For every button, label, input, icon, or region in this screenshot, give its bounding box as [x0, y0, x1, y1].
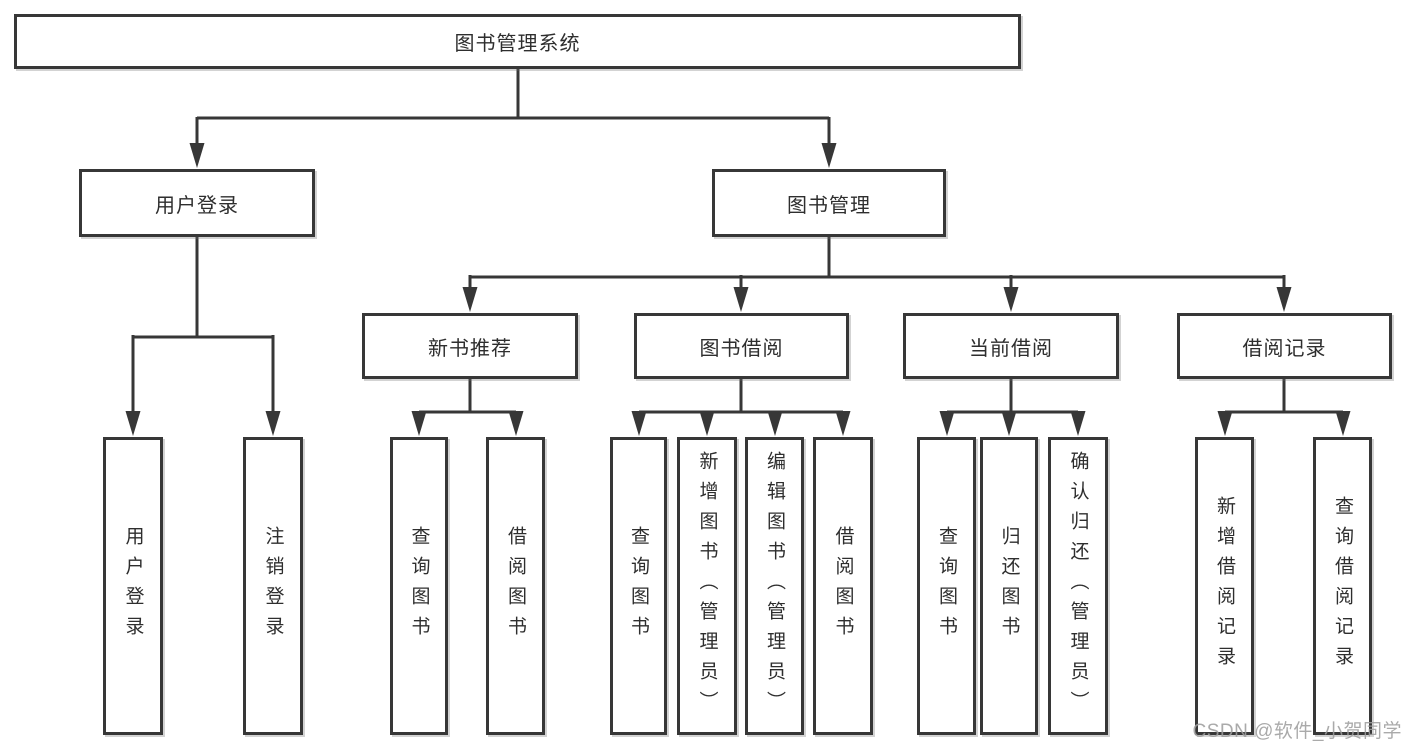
leaf-user-login: 用户登录 — [103, 437, 163, 735]
node-user-login: 用户登录 — [79, 169, 315, 237]
node-borrow-record-label: 借阅记录 — [1242, 337, 1327, 360]
leaf-query-book-1: 查询图书 — [390, 437, 448, 735]
node-current-borrow: 当前借阅 — [903, 313, 1119, 379]
arrowhead-group — [125, 143, 1351, 436]
leaf-query-book-3: 查询图书 — [917, 437, 976, 735]
leaf-logout-label: 注销登录 — [262, 526, 284, 646]
leaf-query-borrow-record: 查询借阅记录 — [1313, 437, 1372, 735]
leaf-query-book-2: 查询图书 — [610, 437, 667, 735]
node-user-login-label: 用户登录 — [155, 194, 239, 217]
node-new-book-recommend: 新书推荐 — [362, 313, 578, 379]
node-root: 图书管理系统 — [14, 14, 1021, 69]
leaf-query-book-1-label: 查询图书 — [408, 526, 430, 646]
leaf-borrow-book-1: 借阅图书 — [486, 437, 545, 735]
leaf-borrow-book-2-label: 借阅图书 — [832, 526, 854, 646]
leaf-return-book-label: 归还图书 — [998, 526, 1020, 646]
leaf-query-book-2-label: 查询图书 — [628, 526, 649, 646]
watermark-text: CSDN @软件_小贺同学 — [1192, 721, 1402, 742]
leaf-return-book: 归还图书 — [980, 437, 1038, 735]
leaf-borrow-book-1-label: 借阅图书 — [505, 526, 526, 646]
leaf-query-borrow-record-label: 查询借阅记录 — [1332, 496, 1353, 676]
node-current-borrow-label: 当前借阅 — [969, 337, 1053, 360]
leaf-confirm-return-admin: 确认归还（管理员） — [1048, 437, 1108, 735]
leaf-user-login-label: 用户登录 — [122, 526, 144, 646]
leaf-add-borrow-record: 新增借阅记录 — [1195, 437, 1254, 735]
leaf-query-book-3-label: 查询图书 — [936, 526, 957, 646]
node-book-management-label: 图书管理 — [787, 194, 871, 217]
leaf-add-book-admin: 新增图书（管理员） — [677, 437, 737, 735]
node-book-borrow: 图书借阅 — [634, 313, 849, 379]
leaf-edit-book-admin: 编辑图书（管理员） — [745, 437, 804, 735]
node-book-borrow-label: 图书借阅 — [699, 337, 784, 360]
leaf-logout: 注销登录 — [243, 437, 303, 735]
leaf-add-book-admin-label: 新增图书（管理员） — [696, 451, 718, 721]
leaf-confirm-return-admin-label: 确认归还（管理员） — [1067, 451, 1089, 721]
node-book-management: 图书管理 — [712, 169, 946, 237]
node-root-label: 图书管理系统 — [454, 33, 581, 55]
node-borrow-record: 借阅记录 — [1177, 313, 1392, 379]
leaf-add-borrow-record-label: 新增借阅记录 — [1214, 496, 1235, 676]
leaf-borrow-book-2: 借阅图书 — [813, 437, 873, 735]
leaf-edit-book-admin-label: 编辑图书（管理员） — [764, 451, 785, 721]
node-new-book-recommend-label: 新书推荐 — [428, 337, 512, 360]
